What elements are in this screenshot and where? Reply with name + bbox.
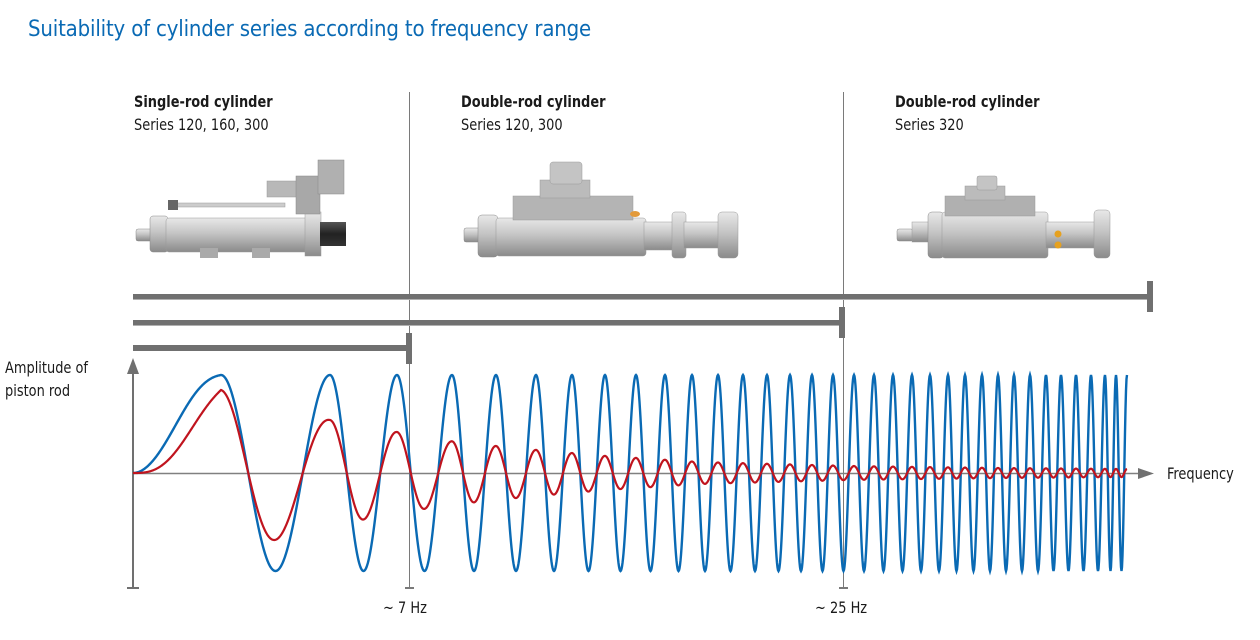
series-name: Double-rod cylinder [895, 92, 1040, 111]
marker-25hz-label: ~ 25 Hz [815, 598, 868, 617]
x-axis-label: Frequency [1167, 464, 1234, 483]
constant-amplitude-curve [132, 370, 1129, 576]
page-title: Suitability of cylinder series according… [28, 17, 592, 42]
range-bar-single-rod [133, 333, 412, 364]
damped-amplitude-curve [133, 388, 1128, 542]
series-detail: Series 120, 300 [461, 115, 563, 134]
series-detail: Series 320 [895, 115, 964, 134]
single-rod-cylinder-image [135, 159, 346, 258]
series-double-rod-120-300-label: Double-rod cylinder Series 120, 300 [461, 90, 606, 136]
x-axis-arrow-icon [1138, 468, 1154, 479]
y-axis-label-line1: Amplitude of [5, 358, 88, 377]
series-single-rod-label: Single-rod cylinder Series 120, 160, 300 [134, 90, 273, 136]
y-axis-label: Amplitude of piston rod [5, 356, 88, 402]
double-rod-cylinder-120-300-image [463, 161, 739, 259]
range-bar-double-rod-120-300 [133, 307, 845, 338]
series-name: Double-rod cylinder [461, 92, 606, 111]
double-rod-cylinder-320-image [896, 175, 1111, 259]
series-detail: Series 120, 160, 300 [134, 115, 269, 134]
series-name: Single-rod cylinder [134, 92, 273, 111]
marker-7hz-label: ~ 7 Hz [383, 598, 427, 617]
series-double-rod-320-label: Double-rod cylinder Series 320 [895, 90, 1040, 136]
range-bar-series-320 [133, 281, 1153, 312]
y-axis-arrow-icon [127, 358, 139, 374]
y-axis-label-line2: piston rod [5, 381, 71, 400]
